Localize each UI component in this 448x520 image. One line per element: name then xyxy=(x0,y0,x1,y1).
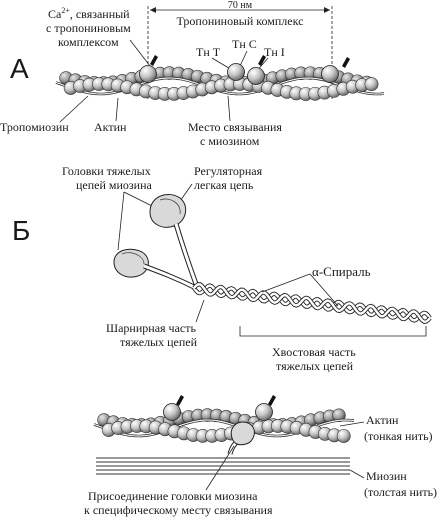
binding-site-label-2: с миозином xyxy=(200,134,260,148)
tn-c-leader xyxy=(239,50,248,67)
alpha-helix-tail xyxy=(192,282,432,324)
calcium-label-line2: с тропониновым xyxy=(46,21,131,35)
tn-c-label: Тн С xyxy=(232,37,257,51)
actin-monomer xyxy=(336,429,351,443)
panel-c: Актин (тонкая нить) Миозин (толстая нить… xyxy=(84,395,437,517)
binding-site-label-1: Место связывания xyxy=(188,120,282,134)
actin-monomer xyxy=(364,77,379,92)
span-label: 70 нм xyxy=(228,0,253,11)
troponin-subunit xyxy=(255,403,273,421)
actin-thin-label-1: Актин xyxy=(366,413,399,427)
tropomyosin-label: Тропомиозин xyxy=(0,120,69,134)
hinge-leader xyxy=(195,299,205,323)
thin-filament-a xyxy=(55,55,385,101)
actin-thin-label-2: (тонкая нить) xyxy=(364,429,433,443)
panel-b: Б Головки тяжелых цепей миозина Регулято… xyxy=(12,164,432,373)
actin-thin-leader xyxy=(339,421,365,427)
troponin-complex-label: Тропониновый комплекс xyxy=(177,14,304,28)
calcium-marker xyxy=(176,395,184,406)
alpha-helix-label: α-Спираль xyxy=(312,264,371,279)
thin-filament-c xyxy=(93,395,355,443)
myosin-thick-label-1: Миозин xyxy=(366,469,407,483)
regulatory-label-1: Регуляторная xyxy=(194,164,263,178)
tn-t-label: Тн Т xyxy=(196,45,221,59)
calcium-marker xyxy=(258,55,266,66)
alpha-helix-leaders xyxy=(261,273,339,307)
actin-label: Актин xyxy=(94,120,127,134)
tn-i-label: Тн I xyxy=(264,45,285,59)
attachment-leader xyxy=(205,445,235,491)
hinge-label-2: тяжелых цепей xyxy=(120,335,198,349)
binding-site-leader xyxy=(227,95,231,122)
panel-a-letter: А xyxy=(10,53,29,84)
thick-filament xyxy=(96,457,350,475)
myosin-head-lower xyxy=(113,248,149,278)
calcium-label: Ca2+, связанный xyxy=(48,6,130,21)
regulatory-label-2: легкая цепь xyxy=(194,178,254,192)
calcium-marker xyxy=(268,395,276,406)
myosin-head-c xyxy=(230,421,255,446)
troponin-subunit xyxy=(139,65,157,83)
troponin-subunit xyxy=(163,403,181,421)
troponin-subunit xyxy=(247,67,265,85)
attachment-label-1: Присоединение головки миозина xyxy=(88,489,258,503)
panel-b-letter: Б xyxy=(12,215,30,246)
heavy-heads-label-1: Головки тяжелых xyxy=(62,164,151,178)
actin-leader xyxy=(115,97,119,122)
heavy-heads-label-2: цепей миозина xyxy=(76,178,153,192)
hinge-label-1: Шарнирная часть xyxy=(106,321,196,335)
calcium-marker xyxy=(342,57,350,68)
light-chain-upper xyxy=(159,198,181,215)
heavy-heads-leaders xyxy=(117,191,157,251)
tail-label-1: Хвостовая часть xyxy=(272,345,356,359)
calcium-marker xyxy=(150,55,158,66)
myosin-thick-leader xyxy=(349,469,365,479)
tail-bracket xyxy=(239,326,427,337)
myosin-head-upper xyxy=(149,194,187,228)
light-chain-lower xyxy=(121,252,145,265)
troponin-subunit xyxy=(321,65,339,83)
tropomyosin-leader xyxy=(59,95,89,123)
calcium-label-line3: комплексом xyxy=(58,35,119,49)
panel-a: А Ca2+, связанный с тропониновым комплек… xyxy=(0,0,385,148)
attachment-label-2: к специфическому месту связывания xyxy=(84,503,273,517)
troponin-subunit xyxy=(227,63,245,81)
tail-label-2: тяжелых цепей xyxy=(276,359,354,373)
myosin-thick-label-2: (толстая нить) xyxy=(364,485,437,499)
calcium-leader-line xyxy=(129,39,151,67)
